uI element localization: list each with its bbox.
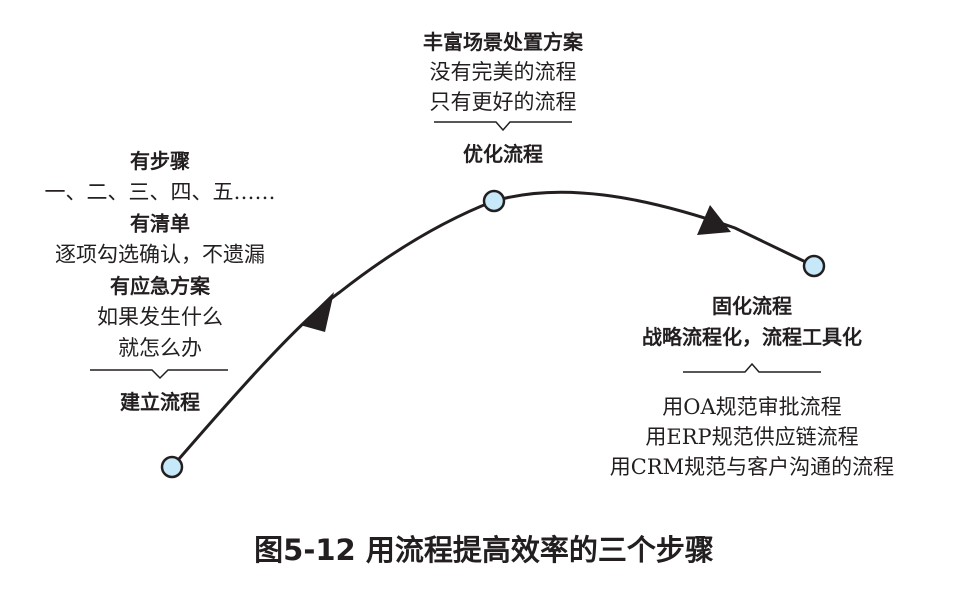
curve-optimize-to-solidify — [493, 190, 815, 268]
stage3-line: 用OA规范审批流程 — [662, 395, 841, 419]
stage2-line: 没有完美的流程 — [430, 60, 577, 84]
stage1-line: 如果发生什么 — [97, 305, 223, 329]
stage3-line: 用CRM规范与客户沟通的流程 — [610, 455, 894, 479]
arrow-up-icon — [300, 292, 334, 332]
divider-stage3 — [683, 362, 821, 373]
curve-build-to-optimize — [170, 199, 495, 468]
stage3-label: 固化流程 — [712, 294, 792, 318]
node-build — [160, 455, 184, 479]
stage1-line: 一、二、三、四、五…… — [45, 180, 276, 204]
stage2-line: 丰富场景处置方案 — [423, 30, 584, 54]
stage3-line: 用ERP规范供应链流程 — [645, 425, 858, 449]
stage2-label: 优化流程 — [463, 142, 543, 166]
stage2-line: 只有更好的流程 — [430, 90, 577, 114]
divider-stage2 — [434, 121, 572, 132]
arrow-right-icon — [697, 205, 731, 235]
stage1-line: 有应急方案 — [110, 274, 211, 298]
stage1-label: 建立流程 — [120, 390, 200, 414]
stage1-line: 有步骤 — [130, 149, 190, 173]
figure-caption: 图5-12 用流程提高效率的三个步骤 — [254, 533, 714, 567]
stage1-line: 有清单 — [130, 211, 190, 235]
node-solidify — [802, 254, 826, 278]
stage3-subtitle: 战略流程化，流程工具化 — [642, 325, 862, 349]
node-optimize — [482, 189, 506, 213]
stage1-line: 就怎么办 — [118, 336, 202, 360]
stage1-line: 逐项勾选确认，不遗漏 — [55, 243, 265, 267]
divider-stage1 — [90, 369, 228, 380]
